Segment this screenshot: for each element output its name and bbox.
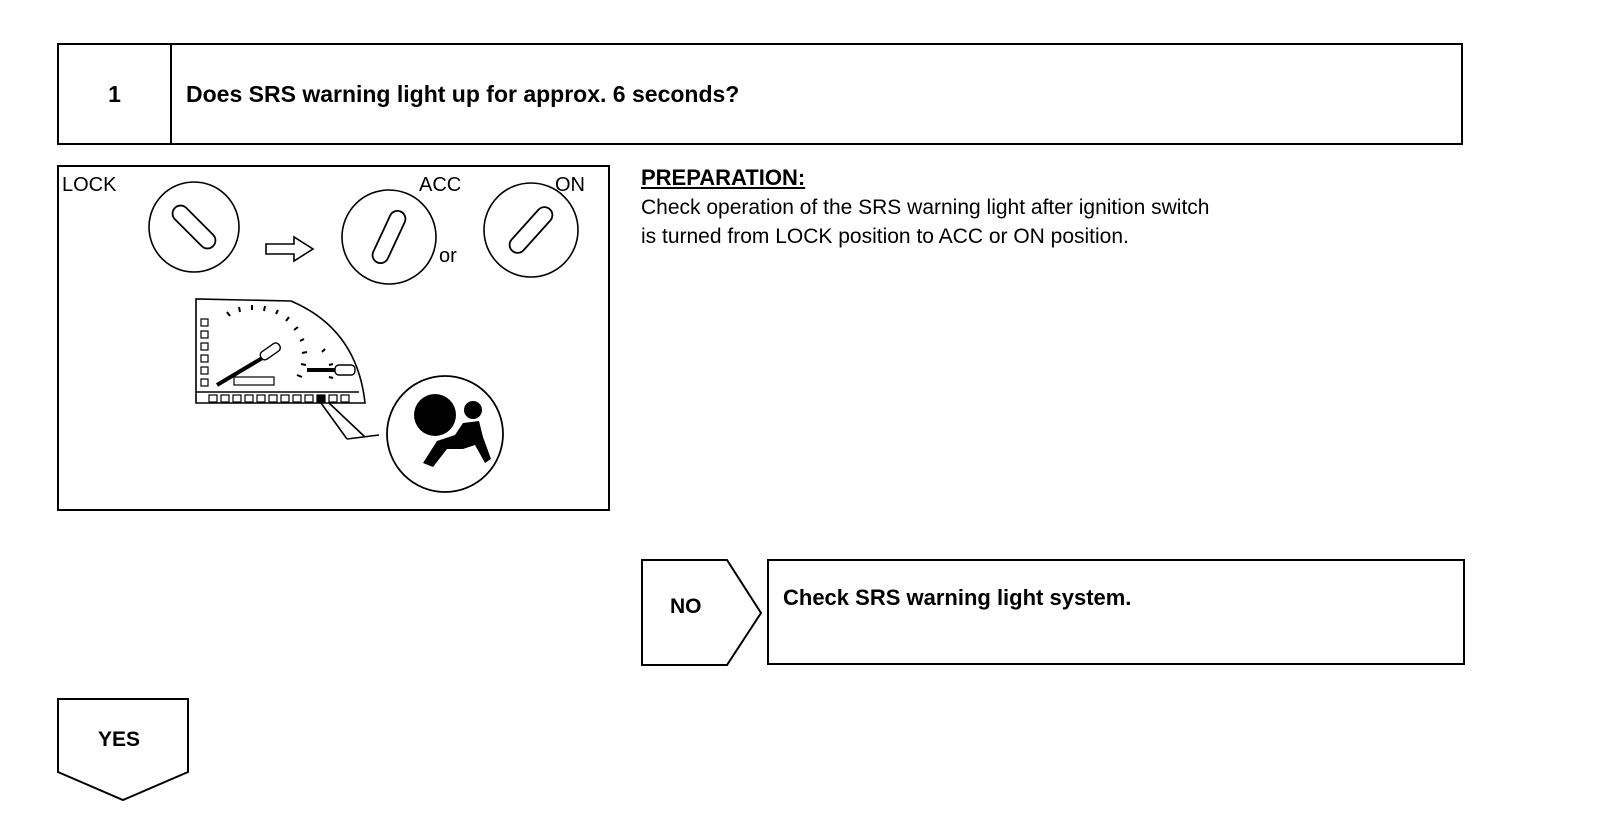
preparation-line-1: Check operation of the SRS warning light… [641,196,1210,219]
or-label: or [439,245,457,267]
no-branch-arrow [641,559,763,666]
yes-branch-arrow [57,698,189,802]
preparation-section: PREPARATION: Check operation of the SRS … [641,165,1491,251]
ignition-key-lock-icon [148,181,240,273]
no-result-box: Check SRS warning light system. [767,559,1465,665]
preparation-line-2: is turned from LOCK position to ACC or O… [641,225,1129,248]
no-result-text: Check SRS warning light system. [783,585,1132,610]
on-label: ON [555,174,585,196]
step-header: 1 Does SRS warning light up for approx. … [57,43,1463,145]
ignition-figure: LOCK ACC ON or [57,165,610,511]
instrument-cluster-icon [195,298,380,440]
ignition-diagram [148,181,579,493]
srs-airbag-warning-icon [386,375,504,493]
step-number: 1 [59,45,172,143]
lock-label: LOCK [62,174,117,196]
acc-label: ACC [419,174,462,196]
no-label: NO [670,595,702,618]
preparation-text: Check operation of the SRS warning light… [641,193,1491,251]
ignition-key-on-icon [483,182,579,278]
arrow-right-icon [265,235,315,263]
step-question: Does SRS warning light up for approx. 6 … [186,80,740,107]
yes-label: YES [98,728,141,751]
preparation-title: PREPARATION: [641,165,806,190]
ignition-key-acc-icon [341,189,437,285]
